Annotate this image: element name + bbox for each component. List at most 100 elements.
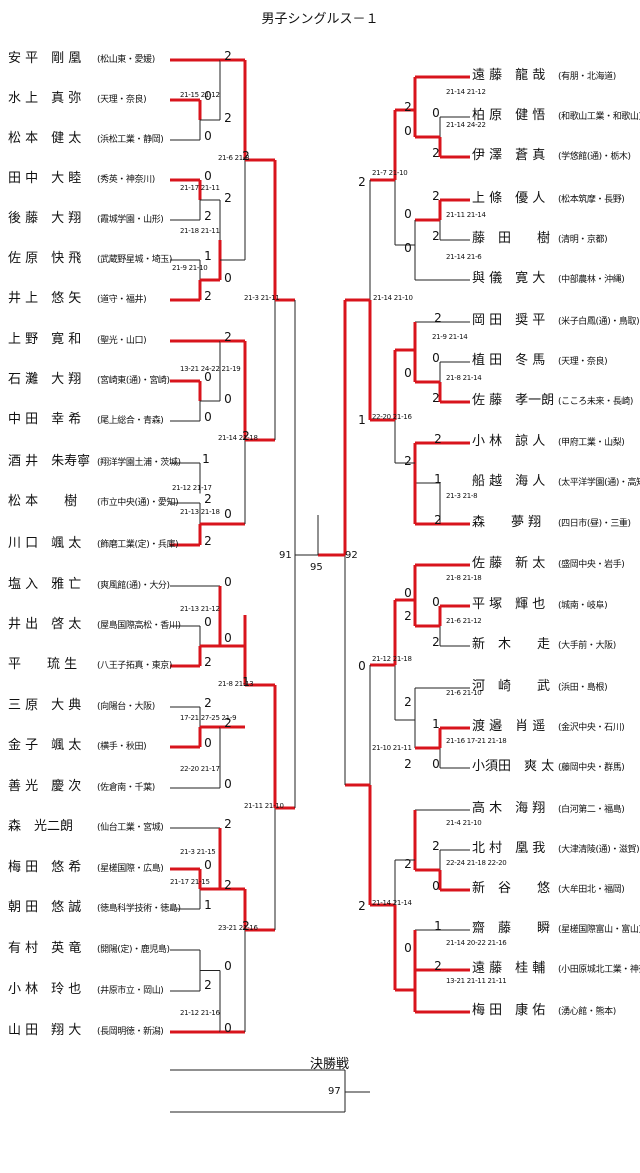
result-score: 2 (224, 878, 232, 892)
game-score: 21-7 21-10 (372, 169, 408, 177)
player-name: 松 本 健 太 (8, 131, 82, 146)
game-score: 21-14 21-18 (218, 434, 258, 442)
game-score: 21-10 21-11 (372, 744, 412, 752)
player-name: 中 田 幸 希 (8, 412, 82, 427)
game-score: 21-14 20-22 21-16 (446, 939, 507, 947)
result-score: 0 (204, 370, 212, 384)
player-team: (霞城学園・山形) (97, 215, 164, 225)
player-team: (松山東・愛媛) (97, 55, 155, 65)
game-score: 21-17 21-11 (180, 184, 220, 192)
player-team: (松本筑摩・長野) (558, 195, 625, 205)
game-score: 21-13 21-12 (180, 605, 220, 613)
player-name: 齋 藤 瞬 (472, 921, 551, 936)
result-score: 1 (242, 675, 250, 689)
result-score: 0 (404, 207, 412, 221)
player-team: (秀英・神奈川) (97, 175, 155, 185)
player-team: (翔洋学園土浦・茨城) (97, 458, 181, 468)
player-name: 有 村 英 竜 (8, 941, 82, 956)
game-score: 21-18 21-11 (180, 227, 220, 235)
game-score: 22-20 21-17 (180, 765, 220, 773)
game-score: 21-6 21-8 (218, 154, 250, 162)
result-score: 0 (432, 595, 440, 609)
player-name: 伊 澤 蒼 真 (472, 148, 546, 163)
game-score: 21-14 21-10 (373, 294, 413, 302)
player-name: 柏 原 健 悟 (472, 108, 546, 123)
player-team: (飾磨工業(定)・兵庫) (97, 540, 179, 550)
game-score: 21-3 21-15 (180, 848, 216, 856)
player-team: (米子白鳳(通)・鳥取) (558, 317, 640, 327)
player-team: (尾上総合・青森) (97, 416, 164, 426)
player-team: (徳島科学技術・徳島) (97, 904, 181, 914)
result-score: 2 (224, 817, 232, 831)
player-team: (屋島国際高松・香川) (97, 621, 181, 631)
result-score: 0 (204, 615, 212, 629)
result-score: 2 (358, 175, 366, 189)
result-score: 0 (404, 941, 412, 955)
result-score: 0 (224, 631, 232, 645)
match-number: 97 (328, 1086, 341, 1097)
game-score: 21-12 21-18 (372, 655, 412, 663)
game-score: 21-14 24-22 (446, 121, 486, 129)
game-score: 21-4 21-10 (446, 819, 482, 827)
player-team: (甲府工業・山梨) (558, 438, 625, 448)
game-score: 21-15 21-12 (180, 91, 220, 99)
player-team: (宮崎東(通)・宮崎) (97, 376, 170, 386)
result-score: 1 (434, 472, 442, 486)
result-score: 1 (202, 452, 210, 466)
player-team: (開陽(定)・鹿児島) (97, 945, 170, 955)
result-score: 0 (204, 410, 212, 424)
result-score: 2 (432, 229, 440, 243)
player-name: 三 原 大 典 (8, 698, 82, 713)
game-score: 21-12 21-17 (172, 484, 212, 492)
player-name: 平 塚 輝 也 (472, 597, 546, 612)
player-name: 塩 入 雅 亡 (8, 577, 82, 592)
player-team: (長岡明徳・新潟) (97, 1027, 164, 1037)
result-score: 2 (242, 429, 250, 443)
player-team: (こころ未来・長崎) (558, 397, 634, 407)
result-score: 2 (204, 209, 212, 223)
player-team: (聖光・山口) (97, 336, 147, 346)
player-name: 山 田 翔 大 (8, 1023, 82, 1038)
result-score: 2 (242, 919, 250, 933)
player-team: (武蔵野星城・埼玉) (97, 255, 173, 265)
game-score: 21-3 21-8 (446, 492, 478, 500)
player-team: (四日市(昼)・三重) (558, 519, 631, 529)
game-score: 21-9 21-10 (172, 264, 208, 272)
player-name: 上 條 優 人 (472, 191, 546, 206)
player-name: 小 林 玲 也 (8, 982, 82, 997)
result-score: 2 (204, 289, 212, 303)
result-score: 2 (224, 111, 232, 125)
player-team: (浜松工業・静岡) (97, 135, 164, 145)
player-name: 與 儀 寛 大 (472, 271, 546, 286)
result-score: 2 (432, 839, 440, 853)
result-score: 0 (224, 507, 232, 521)
result-score: 1 (204, 249, 212, 263)
player-team: (仙台工業・宮城) (97, 823, 164, 833)
player-name: 高 木 海 翔 (472, 801, 546, 816)
result-score: 2 (432, 189, 440, 203)
player-name: 後 藤 大 翔 (8, 211, 82, 226)
player-team: (学悠館(通)・栃木) (558, 152, 631, 162)
game-score: 21-14 21-12 (446, 88, 486, 96)
player-name: 船 越 海 人 (472, 474, 546, 489)
player-team: (湧心館・熊本) (558, 1007, 616, 1017)
result-score: 0 (204, 169, 212, 183)
player-team: (清明・京都) (558, 235, 608, 245)
player-name: 平 琉 生 (8, 657, 78, 672)
player-team: (大手前・大阪) (558, 641, 616, 651)
result-score: 0 (224, 575, 232, 589)
game-score: 21-17 21-15 (170, 878, 210, 886)
result-score: 0 (358, 659, 366, 673)
game-score: 21-14 21-6 (446, 253, 482, 261)
player-team: (爽風館(通)・大分) (97, 581, 170, 591)
game-score: 22-24 21-18 22-20 (446, 859, 507, 867)
player-name: 安 平 剛 凰 (8, 51, 82, 66)
result-score: 2 (432, 146, 440, 160)
result-score: 0 (404, 124, 412, 138)
player-name: 森 光二朗 (8, 819, 74, 834)
game-score: 21-11 21-14 (446, 211, 486, 219)
player-name: 遠 藤 龍 哉 (472, 68, 546, 83)
result-score: 0 (224, 1021, 232, 1035)
game-score: 21-8 21-18 (446, 574, 482, 582)
result-score: 2 (434, 432, 442, 446)
